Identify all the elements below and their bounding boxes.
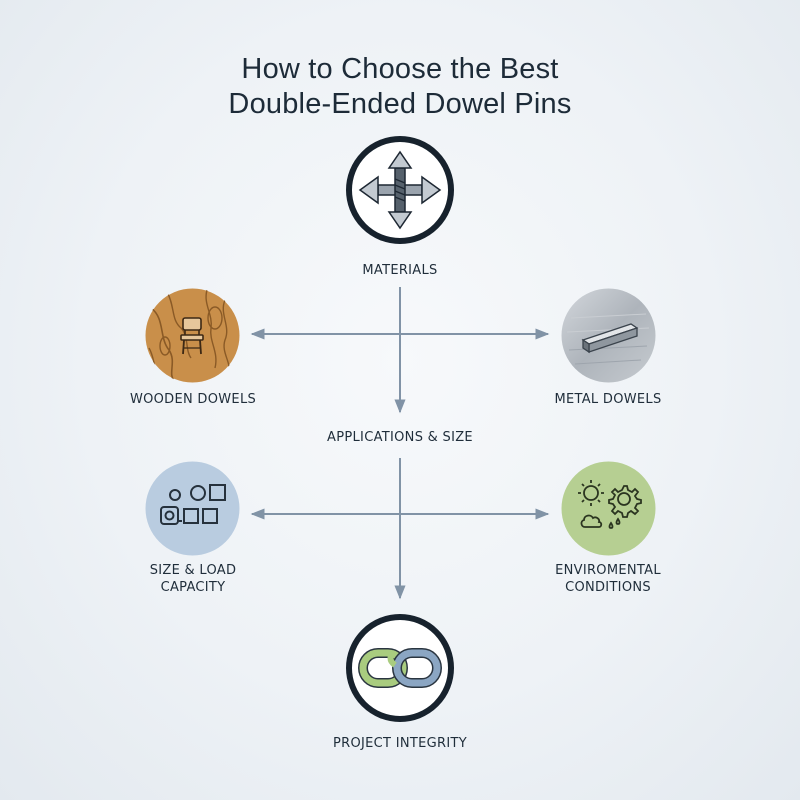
title-line-1: How to Choose the Best (241, 53, 559, 85)
environmental-node (561, 461, 656, 556)
linked-chain-icon (346, 614, 454, 722)
metal-dowels-node (561, 288, 656, 383)
title-line-2: Double-Ended Dowel Pins (228, 88, 572, 120)
page-title: How to Choose the Best Double-Ended Dowe… (0, 52, 800, 122)
materials-node (345, 135, 455, 245)
environmental-label-line-1: ENVIROMENTAL (555, 563, 661, 578)
wooden-dowels-node (145, 288, 240, 383)
wooden-chair-icon (145, 288, 240, 383)
measuring-shapes-icon (145, 461, 240, 556)
environmental-label-line-2: CONDITIONS (565, 580, 651, 595)
weather-gear-icon (561, 461, 656, 556)
size-load-label-line-1: SIZE & LOAD (149, 563, 237, 578)
metal-bar-icon (561, 288, 656, 383)
materials-label: MATERIALS (362, 263, 438, 278)
wooden-dowels-label: WOODEN DOWELS (129, 392, 257, 407)
metal-dowels-label: METAL DOWELS (554, 392, 662, 407)
applications-size-label: APPLICATIONS & SIZE (327, 430, 473, 445)
size-load-label-line-2: CAPACITY (160, 580, 226, 595)
double-arrow-pin-icon (346, 136, 454, 244)
project-integrity-node (345, 613, 455, 723)
environmental-label: ENVIROMENTAL CONDITIONS (528, 562, 688, 596)
size-load-node (145, 461, 240, 556)
size-load-label: SIZE & LOAD CAPACITY (113, 562, 273, 596)
project-integrity-label: PROJECT INTEGRITY (333, 736, 467, 751)
